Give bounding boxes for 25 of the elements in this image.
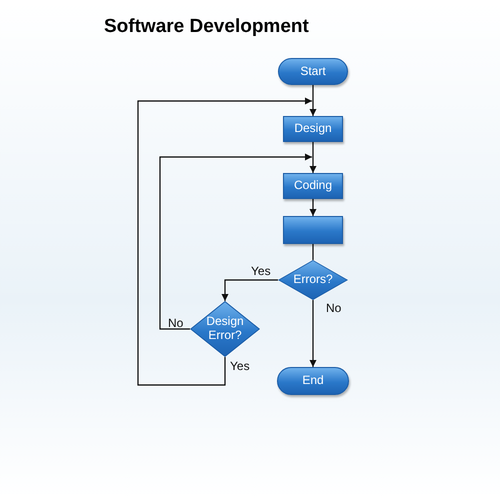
process-box bbox=[283, 216, 343, 244]
arrow bbox=[222, 279, 278, 301]
diagram-title: Software Development bbox=[104, 16, 309, 38]
decision-diamond bbox=[278, 260, 348, 300]
node-label: End bbox=[302, 374, 324, 388]
edge-label: Yes bbox=[229, 359, 251, 373]
terminal-pill bbox=[278, 58, 348, 85]
edge-label: Yes bbox=[250, 264, 272, 278]
arrow bbox=[137, 98, 312, 386]
arrow bbox=[310, 85, 316, 116]
terminal-pill bbox=[277, 367, 349, 395]
arrow bbox=[310, 142, 316, 173]
node-label: Coding bbox=[294, 179, 332, 193]
node-label: Design Error? bbox=[205, 315, 245, 343]
decision-diamond bbox=[190, 301, 260, 357]
process-box bbox=[283, 173, 343, 199]
arrow bbox=[310, 300, 316, 367]
edge-label: No bbox=[325, 301, 342, 315]
node-label: Design bbox=[294, 122, 332, 136]
node-label: Start bbox=[300, 64, 326, 78]
edge-label: No bbox=[167, 316, 184, 330]
process-box bbox=[283, 116, 343, 142]
arrow bbox=[310, 199, 316, 216]
arrow bbox=[159, 154, 312, 330]
node-label: Errors? bbox=[292, 273, 334, 287]
